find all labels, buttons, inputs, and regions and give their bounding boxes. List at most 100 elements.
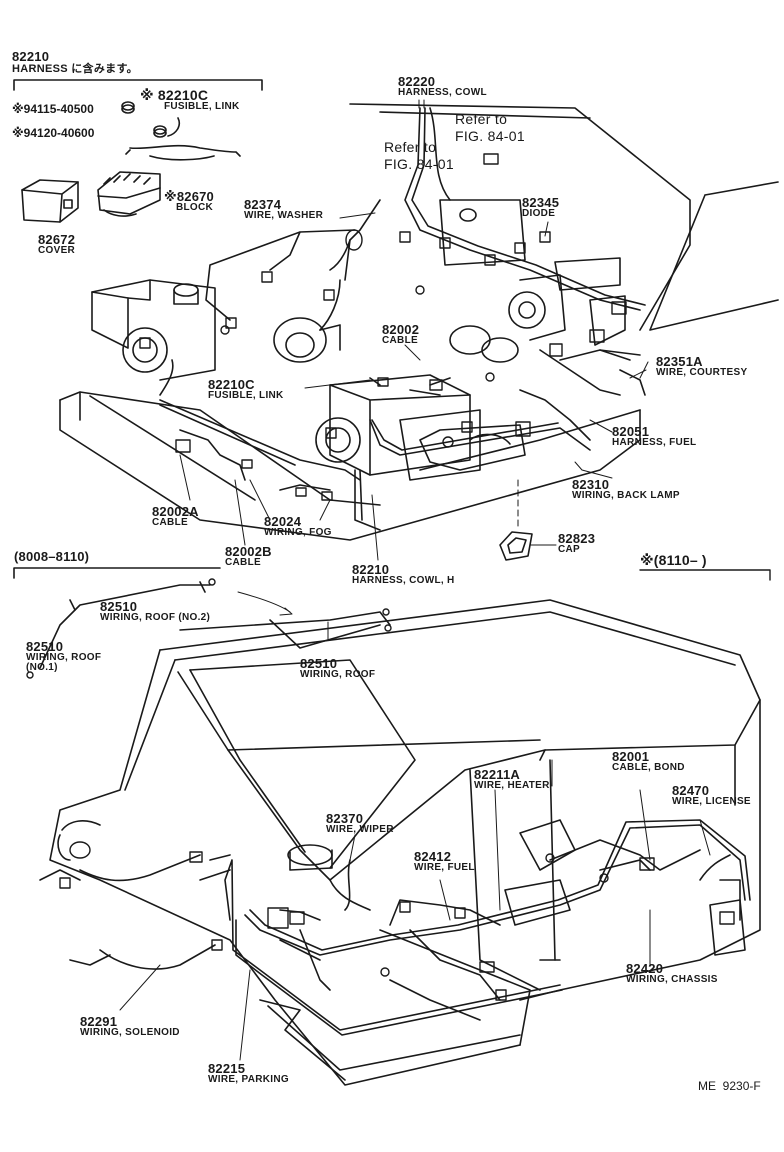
- callout-description: HARNESS, FUEL: [612, 437, 697, 448]
- callout-number: 82470: [672, 783, 710, 798]
- callout-number: 82002A: [152, 504, 199, 519]
- callout-82374: 82374 WIRE, WASHER: [244, 198, 323, 221]
- callout-description: WIRE, LICENSE: [672, 796, 751, 807]
- callout-number: 82420: [626, 961, 664, 976]
- refer-to-b: Refer to FIG. 84-01: [384, 140, 454, 171]
- callout-description: WIRING, ROOF: [26, 652, 102, 663]
- connector-icons: [139, 153, 627, 501]
- callout-description: WIRING, CHASSIS: [626, 974, 718, 985]
- callout-number: 82001: [612, 749, 650, 764]
- connector-icons-lower: [26, 578, 735, 1001]
- figure-code: ME 9230-F: [698, 1079, 761, 1093]
- callout-number: 82510: [100, 599, 138, 614]
- callout-description: CABLE, BOND: [612, 762, 685, 773]
- callout-82220: 82220 HARNESS, COWL: [398, 75, 487, 98]
- callout-description: WIRING, ROOF (NO.2): [100, 612, 211, 623]
- callout-82670: ※82670 BLOCK: [164, 190, 214, 213]
- callout-82345: 82345 DIODE: [522, 196, 559, 219]
- callout-number: 82051: [612, 424, 650, 439]
- callout-82210C-b: 82210C FUSIBLE, LINK: [208, 378, 284, 401]
- callout-description: WIRE, WASHER: [244, 210, 324, 221]
- callout-82002: 82002 CABLE: [382, 323, 419, 346]
- callout-description: BLOCK: [176, 202, 214, 213]
- callout-82210: 82210 HARNESS, COWL, H: [352, 563, 455, 586]
- callout-82420: 82420 WIRING, CHASSIS: [626, 962, 718, 985]
- callout-description: CABLE: [225, 557, 261, 568]
- callout-description-line2: (NO.1): [26, 662, 58, 673]
- cabin-body-outline: [49, 599, 761, 1086]
- callout-number: 82002: [382, 322, 420, 337]
- callout-description: CABLE: [382, 335, 418, 346]
- callout-82210C-a: ※ 82210C FUSIBLE, LINK: [140, 88, 240, 112]
- callout-number: 82510: [26, 639, 64, 654]
- callout-82470: 82470 WIRE, LICENSE: [672, 784, 751, 807]
- callout-description: WIRE, HEATER: [474, 780, 550, 791]
- callout-82291: 82291 WIRING, SOLENOID: [80, 1015, 180, 1038]
- callout-number: 82291: [80, 1014, 118, 1029]
- callout-description: WIRE, FUEL: [414, 862, 475, 873]
- harness-note-text: HARNESS に含みます。: [12, 63, 138, 75]
- callout-description: HARNESS, COWL: [398, 87, 487, 98]
- cowl-harness-wire: [159, 107, 646, 531]
- callout-description: WIRING, ROOF: [300, 669, 376, 680]
- callout-description: HARNESS, COWL, H: [352, 575, 455, 586]
- refer-to-figure: FIG. 84-01: [455, 128, 525, 144]
- callout-82215: 82215 WIRE, PARKING: [208, 1062, 289, 1085]
- callout-number: 82024: [264, 514, 302, 529]
- callout-82002A: 82002A CABLE: [152, 505, 199, 528]
- callout-82211A: 82211A WIRE, HEATER: [474, 768, 550, 791]
- callout-number: 82211A: [474, 767, 521, 782]
- inset-bracket: [13, 79, 263, 91]
- callout-number: 82412: [414, 849, 452, 864]
- callout-number: 82351A: [656, 354, 703, 369]
- callout-number: 82510: [300, 656, 338, 671]
- callout-82672: 82672 COVER: [38, 233, 75, 256]
- fuse-block-icon: [97, 171, 161, 217]
- callout-description: WIRE, WIPER: [326, 824, 394, 835]
- nut-icon: [121, 101, 135, 114]
- fusible-link-wire-icon: [125, 117, 241, 161]
- callout-description: FUSIBLE, LINK: [208, 390, 284, 401]
- callout-description: COVER: [38, 245, 76, 256]
- callout-82510-no2: 82510 WIRING, ROOF (NO.2): [100, 600, 210, 623]
- callout-82351A: 82351A WIRE, COURTESY: [656, 355, 747, 378]
- callout-number: 82215: [208, 1061, 246, 1076]
- callout-description: WIRING, SOLENOID: [80, 1027, 180, 1038]
- callout-82001: 82001 CABLE, BOND: [612, 750, 685, 773]
- callout-82310: 82310 WIRING, BACK LAMP: [572, 478, 680, 501]
- callout-number: 82210C: [208, 377, 255, 392]
- callout-number: ※ 82210C: [140, 87, 209, 103]
- callout-82024: 82024 WIRING, FOG: [264, 515, 332, 538]
- callout-82510-roof: 82510 WIRING, ROOF: [300, 657, 375, 680]
- range-right-label: ※(8110– ): [640, 552, 707, 568]
- range-bracket-right: [639, 569, 771, 581]
- part-94120: ※94120-40600: [12, 126, 95, 140]
- callout-number: 82672: [38, 232, 76, 247]
- refer-to-text: Refer to: [455, 111, 508, 127]
- harness-note-number: 82210: [12, 49, 50, 64]
- callout-description: WIRING, BACK LAMP: [572, 490, 680, 501]
- leader-lines: [179, 99, 649, 561]
- callout-description: CABLE: [152, 517, 188, 528]
- cap-icon: [499, 531, 533, 561]
- part-94115: ※94115-40500: [12, 102, 94, 116]
- leader-lines-lower: [119, 591, 711, 1061]
- harness-note: 82210 HARNESS に含みます。: [12, 50, 138, 75]
- callout-description: DIODE: [522, 208, 556, 219]
- range-left-label: (8008–8110): [14, 549, 90, 564]
- callout-number: 82823: [558, 531, 596, 546]
- callout-82823: 82823 CAP: [558, 532, 595, 555]
- block-cover-icon: [21, 179, 79, 223]
- callout-description: WIRE, COURTESY: [656, 367, 748, 378]
- callout-number: 82210: [352, 562, 390, 577]
- callout-description: CAP: [558, 544, 581, 555]
- callout-description: WIRING, FOG: [264, 527, 332, 538]
- refer-to-text: Refer to: [384, 139, 437, 155]
- callout-82370: 82370 WIRE, WIPER: [326, 812, 394, 835]
- callout-number: 82220: [398, 74, 436, 89]
- callout-number: 82002B: [225, 544, 272, 559]
- callout-number: 82310: [572, 477, 610, 492]
- nut-icon: [153, 125, 167, 138]
- refer-to-a: Refer to FIG. 84-01: [455, 112, 525, 143]
